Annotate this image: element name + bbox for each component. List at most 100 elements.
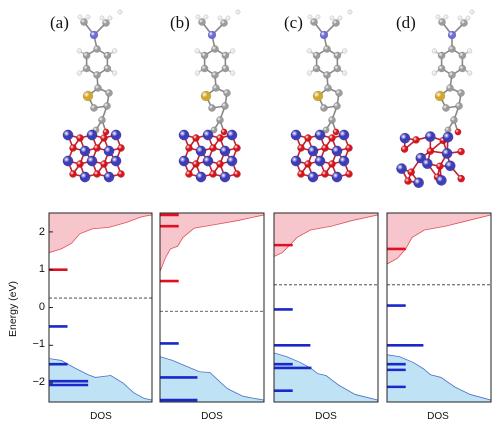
carbon-atom	[333, 51, 342, 60]
nitrogen-atom	[89, 30, 99, 40]
carbon-atom	[216, 116, 224, 124]
metal-atom	[219, 145, 231, 157]
dos-frame	[386, 212, 492, 403]
carbon-atom	[458, 64, 467, 73]
sulfur-atom	[312, 90, 324, 102]
conduction-band-dos	[159, 212, 265, 272]
metal-atom	[202, 129, 214, 141]
carbon-atom	[212, 84, 220, 92]
dos-panel-b	[159, 212, 265, 403]
oxygen-atom	[216, 134, 224, 142]
oxygen-atom	[69, 144, 77, 152]
carbon-atom	[442, 104, 450, 112]
carbon-atom	[93, 45, 101, 53]
carbon-atom	[208, 104, 216, 112]
hydrogen-atom	[77, 14, 83, 20]
metal-atom	[331, 145, 343, 157]
hydrogen-atom	[76, 48, 82, 54]
carbon-atom	[102, 19, 110, 27]
oxygen-atom	[192, 134, 200, 142]
carbon-atom	[98, 116, 106, 124]
oxygen-atom	[412, 136, 420, 144]
dos-frame	[159, 212, 265, 403]
hydrogen-atom	[307, 14, 313, 20]
hydrogen-atom	[465, 15, 471, 21]
dos-panel-c	[273, 212, 379, 403]
metal-atom	[86, 129, 98, 141]
conduction-band-dos	[386, 212, 492, 265]
hydrogen-atom	[230, 70, 236, 76]
nitrogen-atom	[207, 30, 217, 40]
metal-atom	[441, 148, 453, 159]
oxygen-atom	[400, 145, 409, 153]
sulfur-atom	[434, 90, 446, 102]
metal-atom	[307, 171, 319, 183]
hydrogen-atom	[431, 48, 437, 54]
y-tick-2: 2	[39, 226, 45, 238]
panel-label-a: (a)	[50, 13, 69, 32]
hydrogen-atom	[203, 14, 209, 20]
hydrogen-atom	[342, 48, 348, 54]
oxygen-atom	[192, 160, 200, 168]
carbon-atom	[103, 51, 112, 60]
carbon-atom	[220, 19, 228, 27]
valence-band-dos	[273, 352, 379, 403]
metal-atom	[86, 155, 98, 167]
metal-atom	[444, 160, 456, 172]
carbon-atom	[200, 51, 209, 60]
carbon-atom	[312, 51, 321, 60]
carbon-atom	[322, 126, 330, 134]
hydrogen-atom	[329, 15, 335, 21]
metal-atom	[424, 131, 436, 142]
hydrogen-atom	[431, 70, 437, 76]
oxygen-atom	[185, 170, 193, 178]
carbon-atom	[93, 71, 101, 79]
oxygen-atom	[407, 168, 416, 176]
hydrogen-atom	[235, 9, 241, 15]
hydrogen-atom	[85, 14, 91, 20]
hydrogen-atom	[117, 9, 123, 15]
oxygen-atom	[345, 170, 353, 178]
hydrogen-atom	[194, 48, 200, 54]
hydrogen-atom	[347, 9, 353, 15]
carbon-atom	[221, 64, 230, 73]
dos-label-d: DOS	[427, 411, 449, 422]
carbon-atom	[103, 102, 111, 110]
hydrogen-atom	[342, 70, 348, 76]
oxygen-atom	[220, 128, 228, 136]
metal-atom	[396, 163, 407, 175]
metal-atom	[79, 145, 91, 157]
sulfur-atom	[200, 90, 212, 102]
hydrogen-atom	[99, 15, 105, 21]
oxygen-atom	[328, 160, 336, 168]
hydrogen-atom	[112, 48, 118, 54]
oxygen-atom	[304, 160, 312, 168]
carbon-atom	[310, 18, 318, 26]
carbon-atom	[455, 102, 463, 110]
conduction-band-dos	[48, 212, 153, 254]
oxygen-atom	[436, 162, 444, 171]
carbon-atom	[105, 89, 113, 97]
metal-atom	[226, 155, 238, 167]
carbon-atom	[223, 89, 231, 97]
oxygen-atom	[404, 177, 412, 185]
dos-panel-a	[48, 212, 153, 403]
y-tick-0: 0	[39, 301, 45, 313]
carbon-atom	[90, 104, 98, 112]
metal-atom	[79, 171, 91, 183]
metal-atom	[103, 171, 115, 183]
metal-atom	[307, 145, 319, 157]
oxygen-atom	[100, 160, 108, 168]
molecule-structures	[62, 9, 475, 189]
carbon-atom	[94, 84, 102, 92]
oxygen-atom	[233, 144, 241, 152]
metal-atom	[219, 171, 231, 183]
oxygen-atom	[426, 147, 435, 155]
carbon-atom	[437, 64, 446, 73]
hydrogen-atom	[225, 15, 231, 21]
metal-atom	[202, 155, 214, 167]
molecule-a	[62, 9, 125, 183]
oxygen-atom	[304, 134, 312, 142]
metal-atom	[413, 177, 425, 189]
carbon-atom	[448, 71, 456, 79]
